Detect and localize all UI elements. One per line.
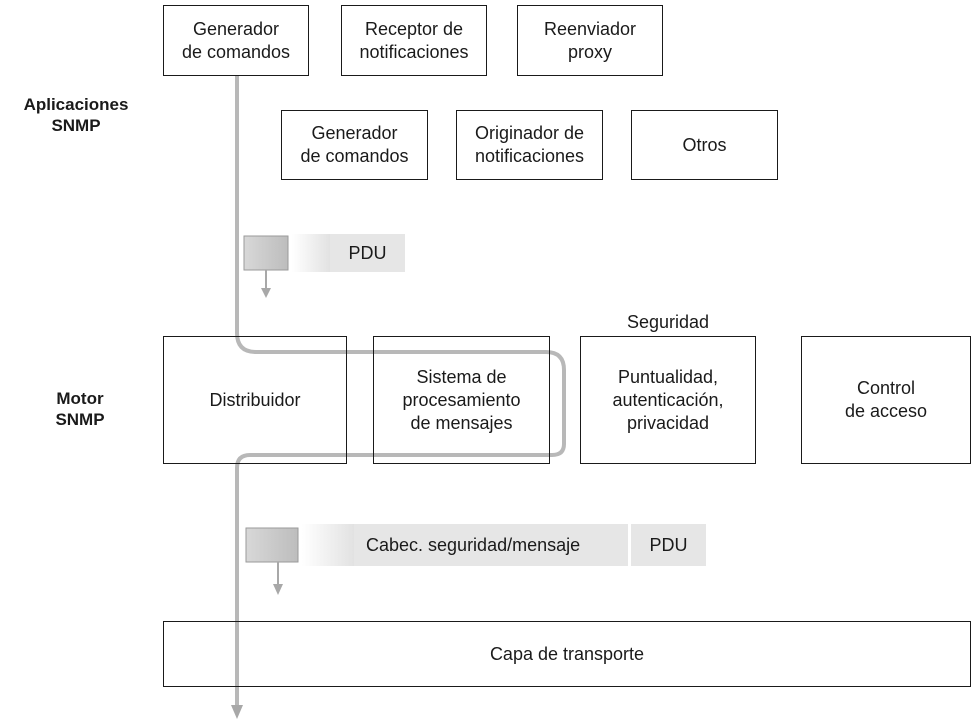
security-subsystem-box: Puntualidad, autenticación, privacidad [580, 336, 756, 464]
transport-layer-box: Capa de transporte [163, 621, 971, 687]
notification-receiver-box: Receptor de notificaciones [341, 5, 487, 76]
notification-originator-box: Originador de notificaciones [456, 110, 603, 180]
snmp-engine-label: Motor SNMP [55, 389, 105, 429]
others-box: Otros [631, 110, 778, 180]
upper-pdu-tag: PDU [330, 234, 405, 272]
upper-packet-icon [243, 234, 330, 298]
lower-pdu-tag: PDU [631, 524, 706, 566]
message-processing-box: Sistema de procesamiento de mensajes [373, 336, 550, 464]
flow-arrowhead [231, 705, 243, 719]
command-generator-box-bottom: Generador de comandos [281, 110, 428, 180]
command-generator-box-top: Generador de comandos [163, 5, 309, 76]
snmp-applications-label: Aplicaciones SNMP [23, 95, 129, 135]
security-label: Seguridad [626, 312, 710, 332]
lower-packet-icon [245, 524, 354, 595]
proxy-forwarder-box: Reenviador proxy [517, 5, 663, 76]
security-message-header-tag: Cabec. seguridad/mensaje [354, 524, 628, 566]
message-flow-line [235, 46, 566, 705]
dispatcher-box: Distribuidor [163, 336, 347, 464]
access-control-box: Control de acceso [801, 336, 971, 464]
